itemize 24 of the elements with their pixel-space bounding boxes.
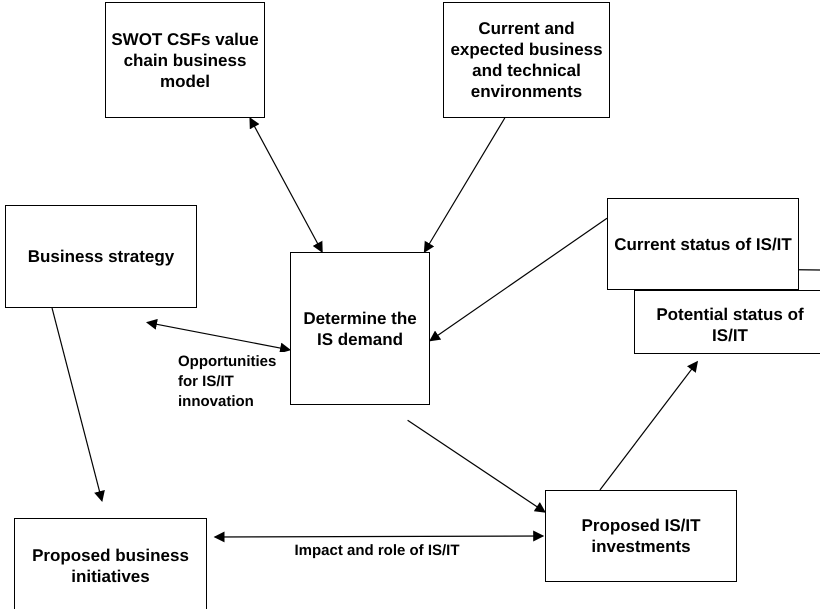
process-box <box>607 198 799 290</box>
box-text: Business strategy <box>28 246 174 267</box>
arrow <box>214 530 544 542</box>
arrow <box>51 308 105 502</box>
process-box <box>105 2 265 118</box>
process-box <box>290 252 430 405</box>
arrow <box>429 218 608 342</box>
box-text: Current and expected business and technical environments <box>449 18 604 102</box>
box-text: Proposed business initiatives <box>31 544 190 586</box>
box-text: Current status of IS/IT <box>614 234 792 254</box>
process-box <box>5 205 197 308</box>
box-text: Determine the IS demand <box>302 308 418 350</box>
arrow <box>407 420 546 513</box>
arrow <box>249 117 323 253</box>
box-text: Potential status of IS/IT <box>655 304 805 346</box>
arrow <box>599 360 698 490</box>
box-text: SWOT CSFs value chain business model <box>110 28 260 92</box>
process-box <box>14 518 207 609</box>
box-text: Proposed IS/IT investments <box>580 515 702 557</box>
process-box <box>545 490 737 582</box>
process-box <box>634 290 820 354</box>
arrow <box>146 318 292 354</box>
process-box <box>443 2 610 118</box>
arrow <box>424 118 506 253</box>
